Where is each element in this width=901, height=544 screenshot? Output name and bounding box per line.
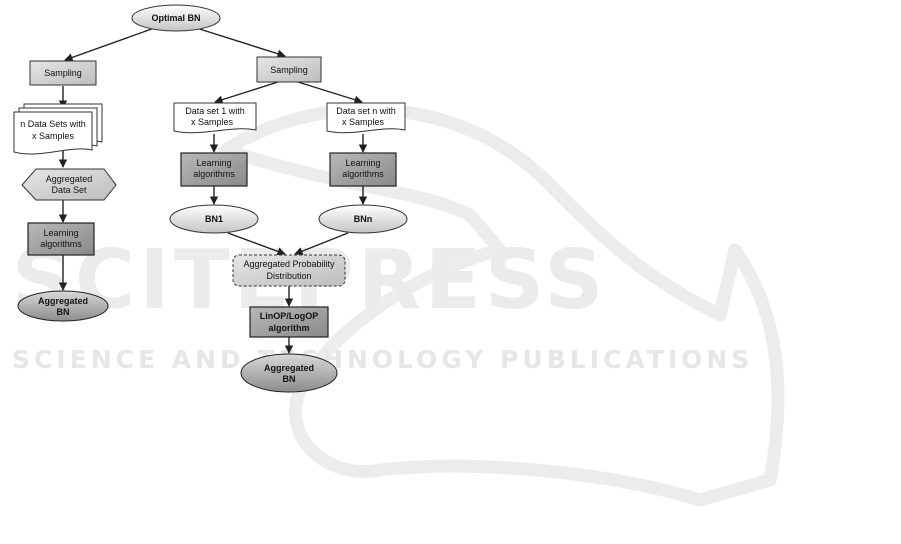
- node-left-datasets: n Data Sets with x Samples: [13, 103, 103, 155]
- node-right-learning-1-line1: Learning: [196, 158, 231, 168]
- node-right-bn-1: BN1: [169, 204, 259, 234]
- node-right-pooling-line1: LinOP/LogOP: [260, 311, 319, 321]
- node-right-sampling-label: Sampling: [270, 65, 308, 75]
- node-right-bn-n: BNn: [318, 204, 408, 234]
- node-right-dataset-n: Data set n with x Samples: [326, 102, 406, 134]
- node-left-learning: Learning algorithms: [27, 222, 95, 256]
- arrow-right-sampling-to-dataset-n: [297, 81, 363, 104]
- arrow-bn-1-to-distribution: [227, 232, 286, 256]
- arrow-root-to-right-sampling: [189, 25, 286, 58]
- node-right-dataset-1-line2: x Samples: [191, 117, 234, 127]
- node-right-dataset-n-line2: x Samples: [342, 117, 385, 127]
- node-right-aggregated-distribution: Aggregated Probability Distribution: [232, 254, 346, 287]
- node-right-bn-1-label: BN1: [205, 214, 223, 224]
- watermark-tagline: SCIENCE AND TECHNOLOGY PUBLICATIONS: [12, 345, 753, 374]
- node-left-learning-line2: algorithms: [40, 239, 82, 249]
- arrow-root-to-left-sampling: [64, 25, 161, 62]
- node-left-aggregated-bn-line2: BN: [57, 307, 70, 317]
- node-right-aggregated-bn-line1: Aggregated: [264, 363, 314, 373]
- node-left-aggregated-bn-line1: Aggregated: [38, 296, 88, 306]
- node-left-sampling: Sampling: [29, 60, 97, 86]
- node-left-sampling-label: Sampling: [44, 68, 82, 78]
- connectors: [58, 25, 368, 354]
- node-right-sampling: Sampling: [256, 56, 322, 83]
- node-right-dataset-n-line1: Data set n with: [336, 106, 396, 116]
- node-left-learning-line1: Learning: [43, 228, 78, 238]
- watermark-logo-shape: [218, 103, 785, 507]
- node-right-learning-n-line2: algorithms: [342, 169, 384, 179]
- node-optimal-bn: Optimal BN: [131, 4, 221, 32]
- node-left-datasets-line1: n Data Sets with: [20, 119, 86, 129]
- node-right-learning-1-line2: algorithms: [193, 169, 235, 179]
- node-left-aggregated-dataset-line1: Aggregated: [46, 174, 93, 184]
- node-right-learning-n: Learning algorithms: [329, 152, 397, 187]
- arrow-right-sampling-to-dataset-1: [214, 81, 279, 104]
- node-right-aggregated-bn: Aggregated BN: [240, 353, 338, 393]
- node-right-aggregated-distribution-line2: Distribution: [266, 271, 311, 281]
- node-right-dataset-1-line1: Data set 1 with: [185, 106, 245, 116]
- arrow-bn-n-to-distribution: [294, 232, 349, 256]
- node-right-learning-1: Learning algorithms: [180, 152, 248, 187]
- node-left-datasets-line2: x Samples: [32, 131, 75, 141]
- node-left-aggregated-bn: Aggregated BN: [17, 290, 109, 322]
- node-right-bn-n-label: BNn: [354, 214, 373, 224]
- node-right-aggregated-distribution-line1: Aggregated Probability: [243, 259, 335, 269]
- node-left-aggregated-dataset: Aggregated Data Set: [21, 168, 117, 201]
- node-right-pooling-line2: algorithm: [268, 323, 309, 333]
- node-right-pooling: LinOP/LogOP algorithm: [249, 306, 329, 338]
- node-right-dataset-1: Data set 1 with x Samples: [173, 102, 257, 134]
- node-optimal-bn-label: Optimal BN: [151, 13, 200, 23]
- node-left-aggregated-dataset-line2: Data Set: [51, 185, 87, 195]
- node-right-learning-n-line1: Learning: [345, 158, 380, 168]
- node-right-aggregated-bn-line2: BN: [283, 374, 296, 384]
